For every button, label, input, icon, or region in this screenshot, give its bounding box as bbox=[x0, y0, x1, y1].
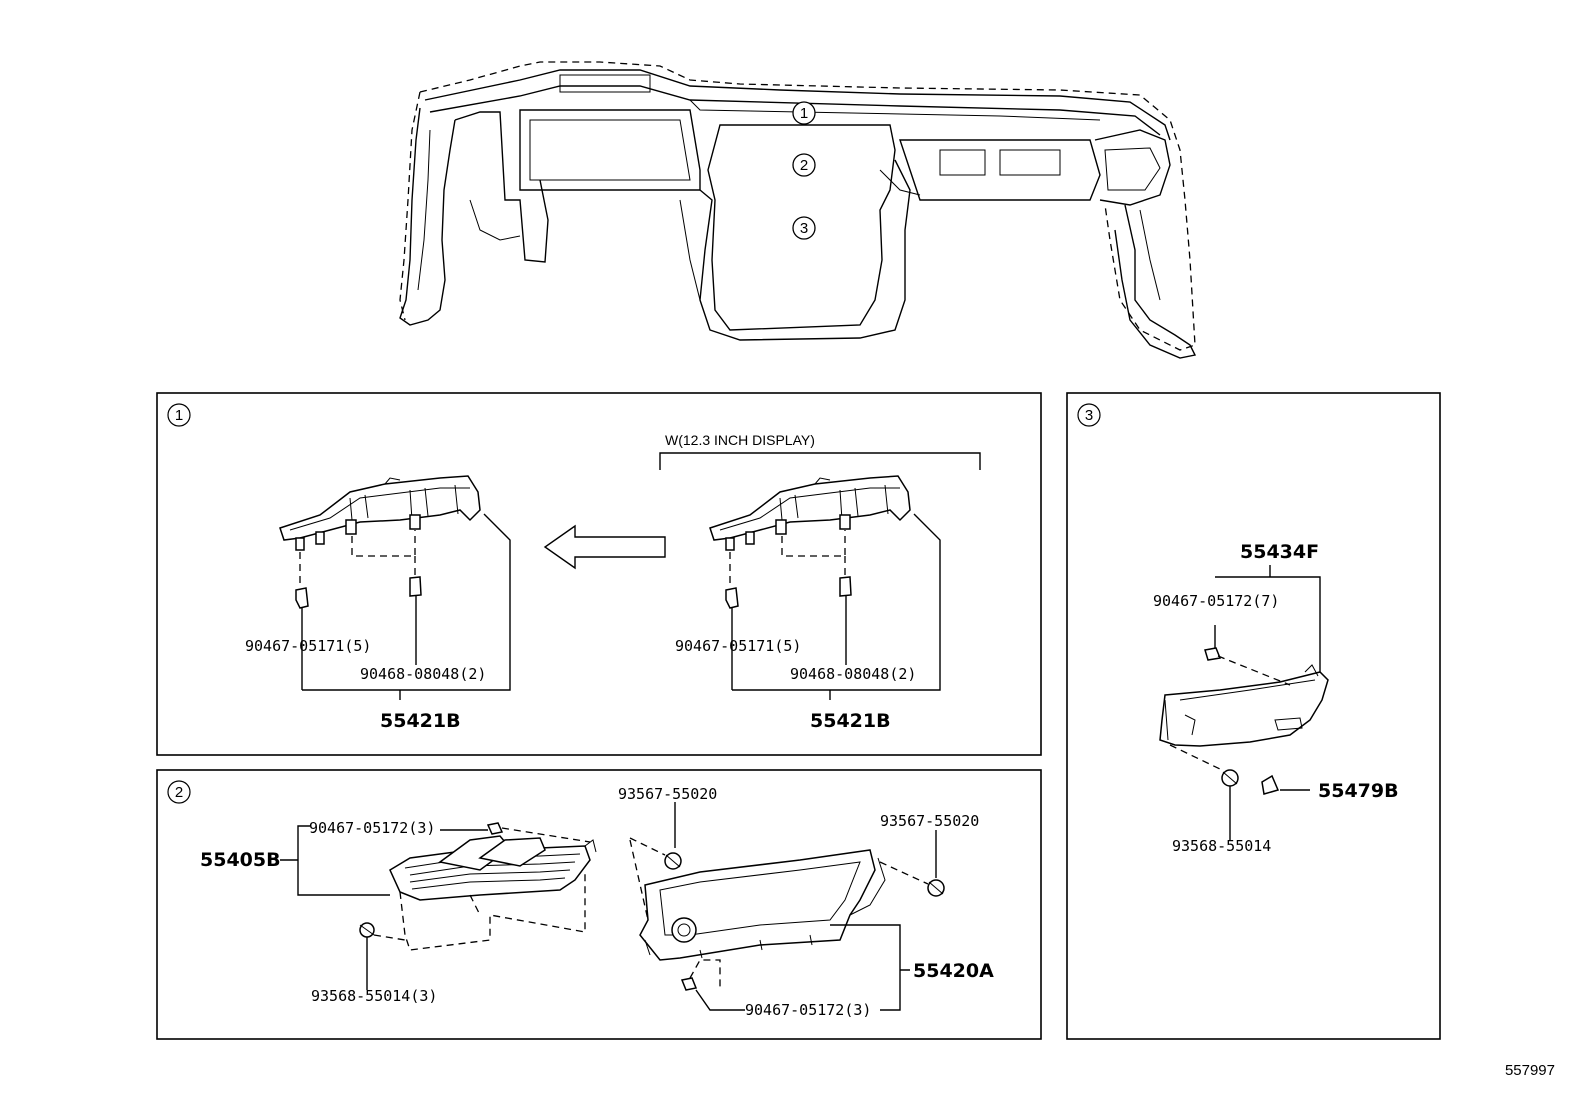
replacement-arrow bbox=[543, 524, 666, 570]
screw-right-label: 93567-55020 bbox=[880, 812, 979, 830]
panel-1-right-assembly: 90467-05171(5) 90468-08048(2) 55421B bbox=[675, 475, 941, 732]
right-clip-b-label: 90468-08048(2) bbox=[790, 665, 916, 683]
variant-bracket bbox=[659, 452, 981, 470]
panel-3-badge bbox=[1077, 403, 1101, 427]
panel-2-number: 2 bbox=[175, 784, 183, 801]
center-cluster-panel: 93567-55020 93567-55020 55420A 90467-051… bbox=[618, 785, 994, 1019]
panel-3-number: 3 bbox=[1085, 407, 1093, 424]
center-panel-label: 55420A bbox=[913, 960, 994, 982]
overview-callout-2: 2 bbox=[792, 153, 816, 177]
cover-screw-label: 93568-55014 bbox=[1172, 837, 1271, 855]
panel-1-badge bbox=[167, 403, 191, 427]
callout-3-label: 3 bbox=[800, 220, 808, 237]
cover-label: 55434F bbox=[1240, 541, 1319, 563]
callout-2-label: 2 bbox=[800, 157, 808, 174]
overview-callout-3: 3 bbox=[792, 216, 816, 240]
variant-label: W(12.3 INCH DISPLAY) bbox=[665, 432, 815, 448]
panel-2-badge bbox=[167, 780, 191, 804]
panel-3-frame bbox=[1066, 392, 1441, 1040]
left-assembly-label: 55421B bbox=[380, 710, 461, 732]
left-clip-a-label: 90467-05171(5) bbox=[245, 637, 371, 655]
panel-1-left-assembly: 90467-05171(5) 90468-08048(2) 55421B bbox=[245, 475, 511, 732]
figure-reference: 557997 bbox=[1505, 1062, 1555, 1079]
vent-screw-label: 93568-55014(3) bbox=[311, 987, 437, 1005]
right-clip-a-label: 90467-05171(5) bbox=[675, 637, 801, 655]
right-assembly-label: 55421B bbox=[810, 710, 891, 732]
vent-assembly-label: 55405B bbox=[200, 849, 281, 871]
screw-top-label: 93567-55020 bbox=[618, 785, 717, 803]
panel-2-frame bbox=[156, 769, 1042, 1040]
overview-callout-1: 1 bbox=[792, 101, 816, 125]
panel-1-number: 1 bbox=[175, 407, 183, 424]
callout-1-label: 1 bbox=[800, 105, 808, 122]
lower-cover-assembly: 55434F 90467-05172(7) 55479B 93568-55014 bbox=[1153, 541, 1399, 855]
center-clip-label: 90467-05172(3) bbox=[745, 1001, 871, 1019]
center-vent-assembly: 90467-05172(3) 55405B 93568-55014(3) bbox=[200, 819, 597, 1005]
cap-label: 55479B bbox=[1318, 780, 1399, 802]
panel-3: 3 55434F 90467-05172(7) 55479B 93568-550… bbox=[1066, 392, 1441, 1040]
panel-1-frame bbox=[156, 392, 1042, 756]
panel-2: 2 90467-05172(3) 55405B 93568-55014(3) bbox=[156, 769, 1042, 1040]
panel-1: 1 W(12.3 INCH DISPLAY) 90467-05171(5) 90… bbox=[156, 392, 1042, 756]
dashboard-overview-illustration: 1 2 3 bbox=[399, 61, 1197, 359]
cover-clip-label: 90467-05172(7) bbox=[1153, 592, 1279, 610]
left-clip-b-label: 90468-08048(2) bbox=[360, 665, 486, 683]
vent-clip-label: 90467-05172(3) bbox=[309, 819, 435, 837]
